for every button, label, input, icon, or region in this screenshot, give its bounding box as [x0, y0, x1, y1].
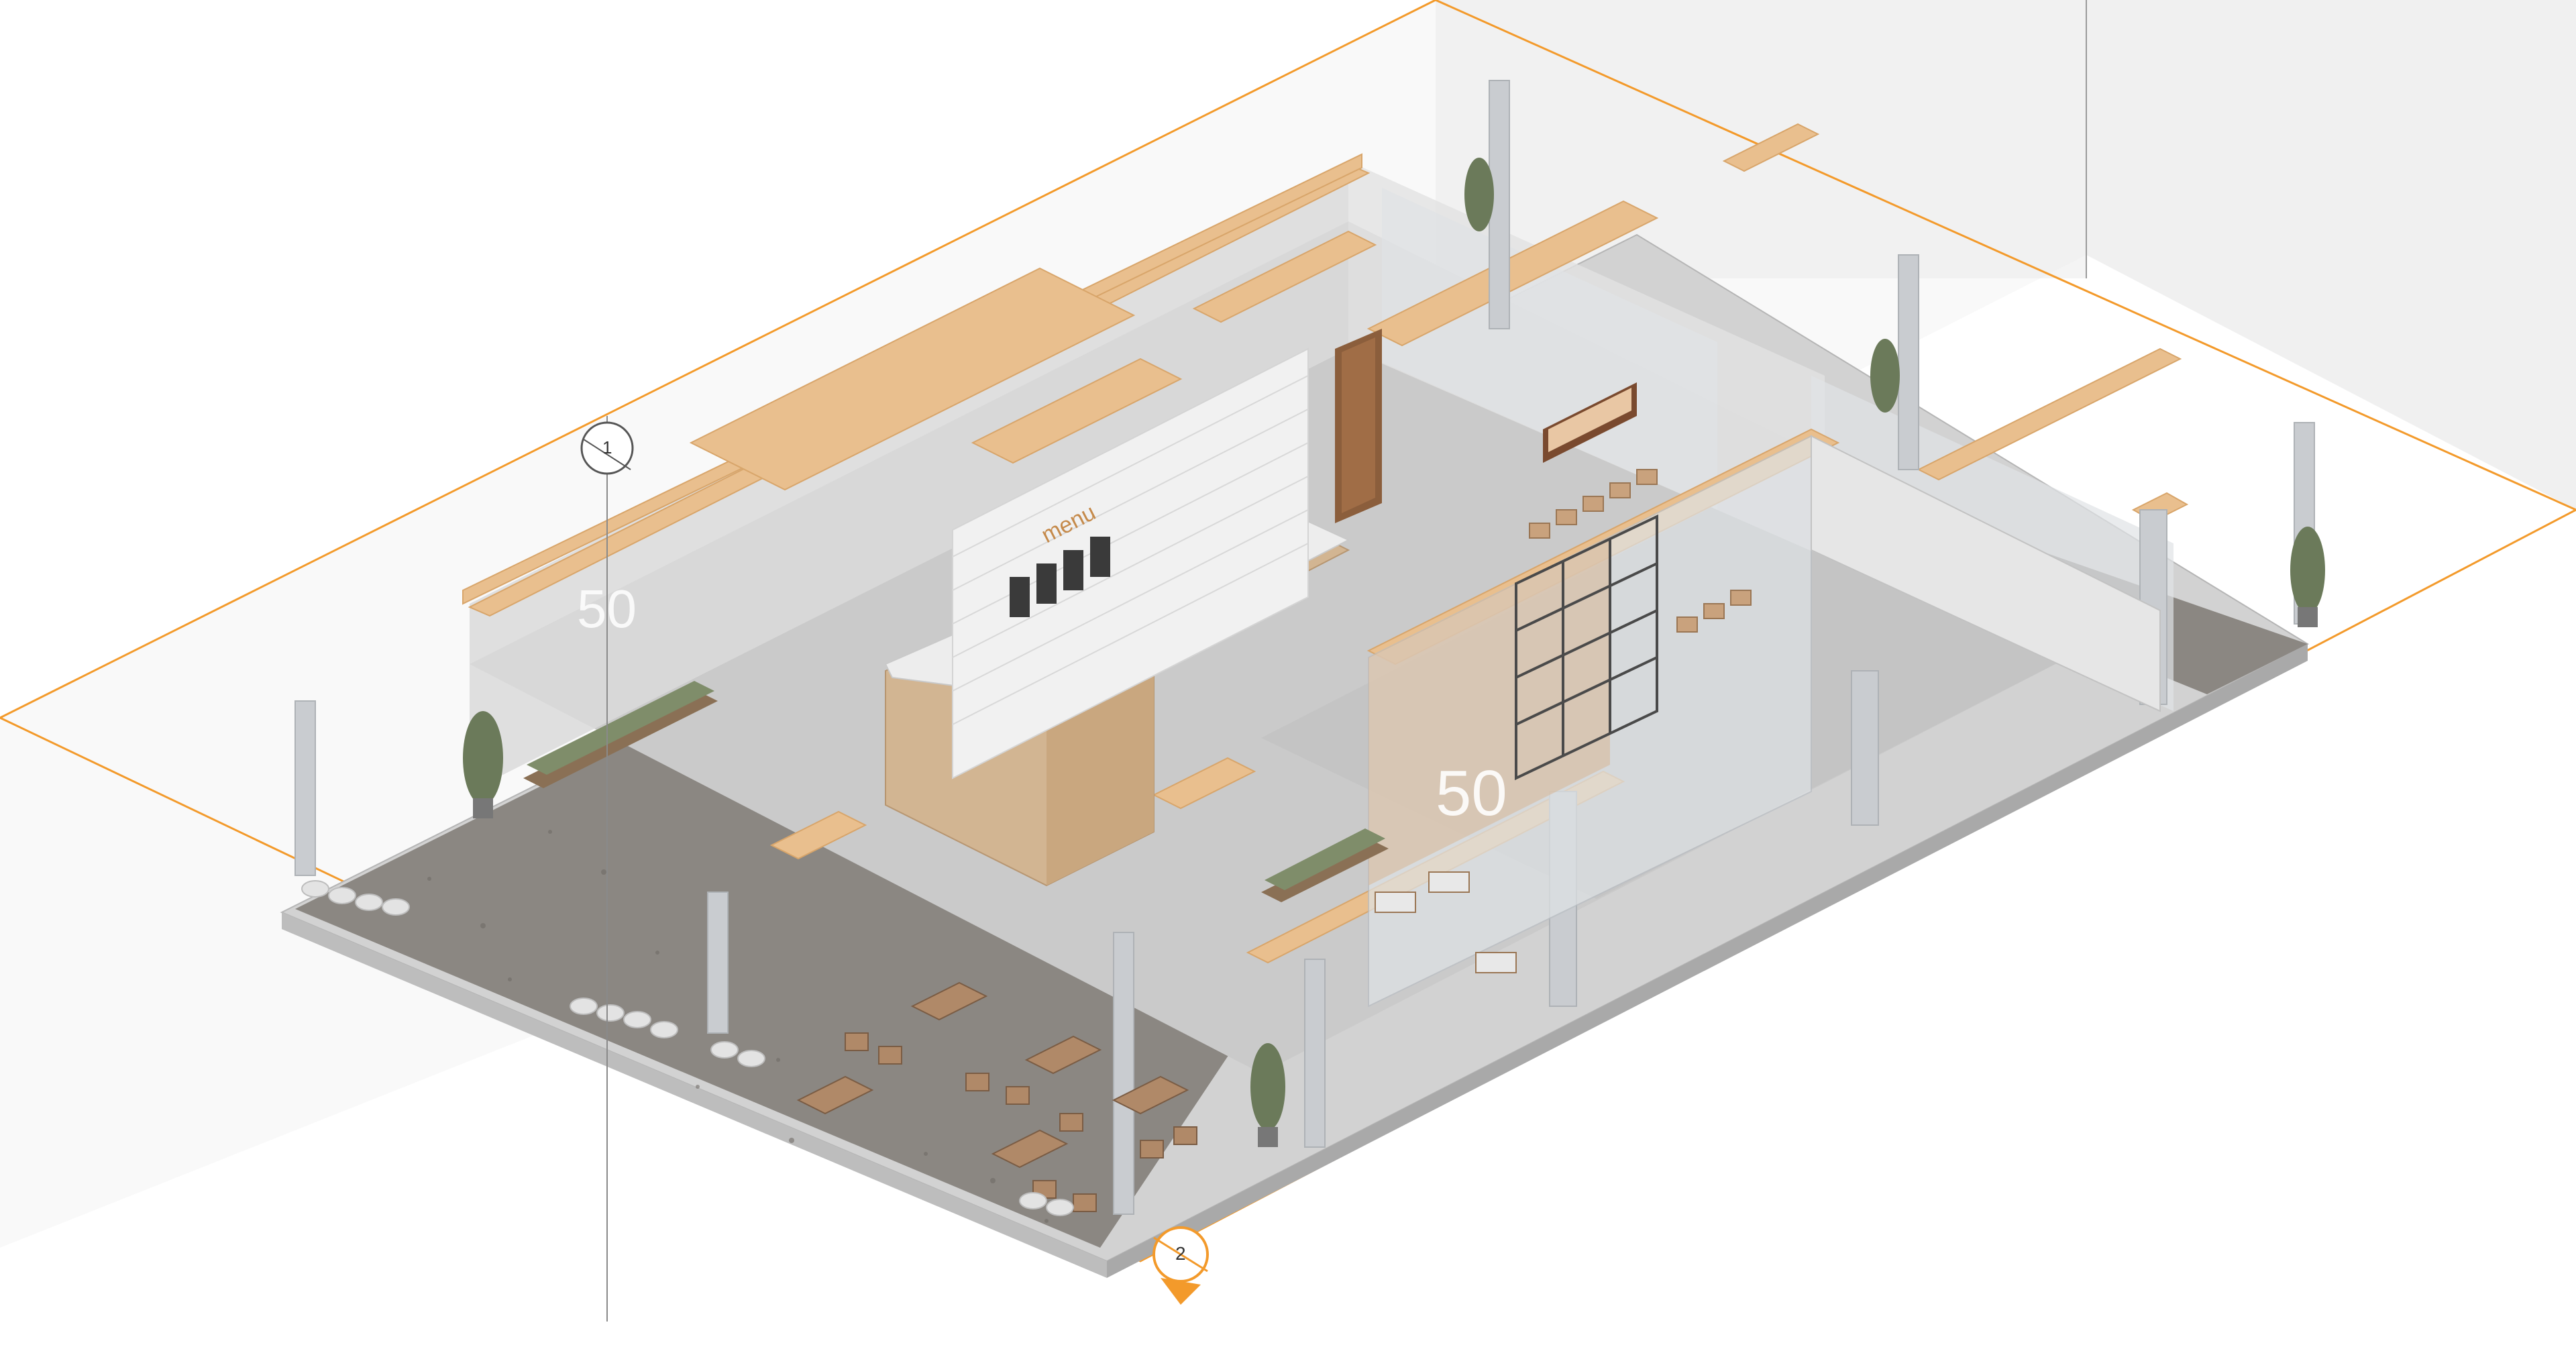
potted-plant — [463, 711, 503, 818]
black-steel-partition — [1515, 514, 1658, 781]
planter-box — [1261, 828, 1389, 902]
gridline-label-1: 1 — [602, 437, 612, 457]
gridline-marker-2[interactable]: 2 — [1152, 1226, 1209, 1305]
plants — [463, 158, 2325, 1147]
chair — [845, 1032, 869, 1051]
storefront-glazing — [1368, 435, 2161, 1008]
table — [1112, 1075, 1189, 1115]
gridline-label-2: 2 — [1175, 1243, 1186, 1264]
menu-wall: menu — [952, 347, 1309, 779]
table — [991, 1129, 1069, 1169]
table — [796, 1075, 874, 1115]
potted-plant — [1870, 339, 1900, 413]
menu-boards — [1010, 537, 1110, 617]
potted-plant — [1250, 1043, 1285, 1147]
terrace-furniture — [796, 981, 1197, 1212]
chair — [965, 1073, 989, 1091]
gridline-bubble-1[interactable] — [580, 421, 634, 475]
wall-artwork — [1543, 382, 1637, 463]
logo-mark-front: 50 — [1436, 757, 1507, 829]
interior-seating — [1375, 469, 1752, 973]
table — [1024, 1035, 1102, 1075]
table — [910, 981, 988, 1021]
door — [1335, 329, 1382, 523]
potted-plant — [1464, 158, 1494, 231]
chair — [878, 1046, 902, 1065]
planter-box — [523, 681, 718, 788]
potted-plant — [2290, 527, 2325, 627]
edge-boulders — [301, 880, 1074, 1216]
chair — [1073, 1193, 1097, 1212]
chair — [1173, 1126, 1197, 1145]
gridline-marker-1[interactable]: 1 — [580, 416, 634, 1322]
chair — [1006, 1086, 1030, 1105]
chair — [1059, 1113, 1083, 1132]
chair — [1140, 1140, 1164, 1159]
